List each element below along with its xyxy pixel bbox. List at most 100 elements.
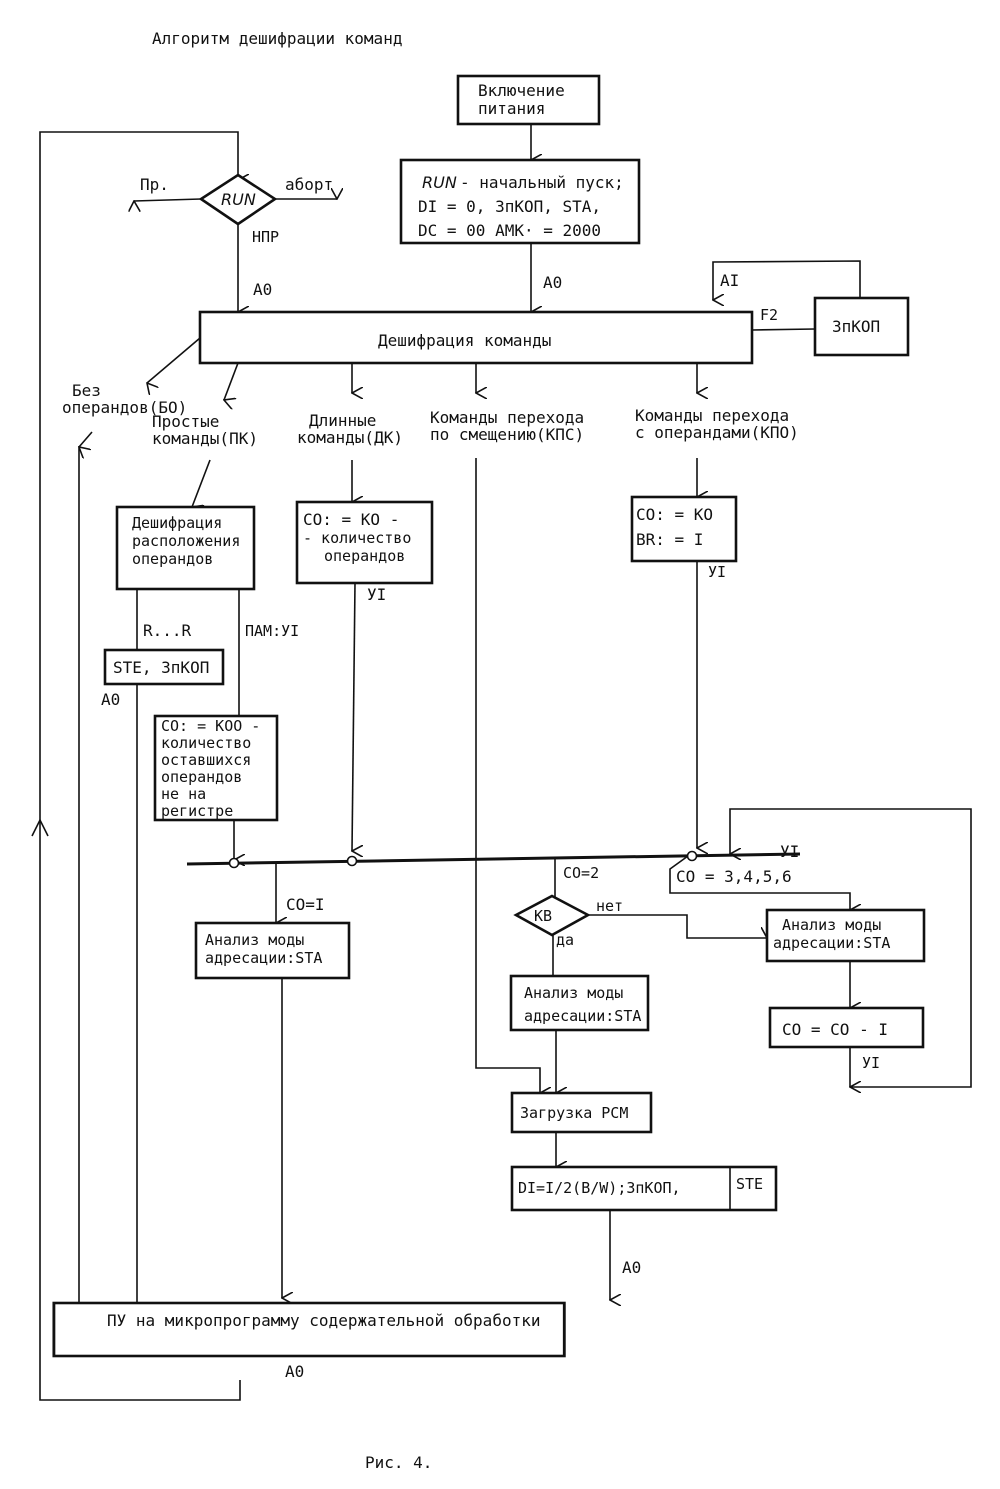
final-box: ПУ на микропрограмму содержательной обра…: [52, 1301, 566, 1358]
label-a0-init: A0: [543, 273, 562, 292]
power-on-box: Включение питания: [456, 74, 601, 126]
arrow-kv-no-to-mode3: [588, 914, 767, 938]
bus-junction-3: [686, 850, 698, 862]
loop-up-arrow-icon: [31, 818, 49, 837]
line-decode-to-zpkop: [751, 328, 816, 331]
mode-analysis-3-line-2: адресации:STA: [773, 934, 890, 952]
ste-zpkop-label: STE, ЗпКОП: [113, 658, 209, 677]
label-jump-offset-2: по смещению(КПС): [430, 425, 584, 444]
run-decision-label: RUN: [221, 190, 256, 209]
co-koo-box: CO: = КОО - количество оставшихся операн…: [153, 714, 279, 822]
label-a1: AI: [720, 271, 739, 290]
label-a0-final: A0: [285, 1362, 304, 1381]
arrow-zpkop-to-decode: [713, 260, 861, 300]
load-rsm-box: Загрузка РСМ: [510, 1091, 653, 1134]
long-co-line-1: CO: = КО -: [303, 510, 399, 529]
operand-location-box: Дешифрация расположения операндов: [115, 505, 256, 591]
loop-dec-to-bus: [730, 808, 972, 1088]
mode-analysis-3-line-1: Анализ моды: [782, 916, 881, 934]
co-koo-line-6: регистре: [161, 802, 233, 820]
mode-analysis-2-line-2: адресации:STA: [524, 1007, 641, 1025]
jump-co-line-2: BR: = I: [636, 530, 703, 549]
mode-analysis-1-line-1: Анализ моды: [205, 931, 304, 949]
label-pr: Пр.: [140, 175, 169, 194]
label-simple-2: команды(ПК): [152, 429, 258, 448]
label-y1-jump: УI: [708, 563, 726, 581]
line-jump-offset-to-rsm: [475, 458, 540, 1093]
long-co-box: CO: = КО - - количество операндов: [295, 500, 434, 585]
loop-back-line: [39, 131, 240, 1401]
label-jump-offset-1: Команды перехода: [430, 408, 584, 427]
power-on-line-1: Включение: [478, 81, 565, 100]
label-a0-run: A0: [253, 280, 272, 299]
run-decision: RUN: [198, 173, 278, 226]
label-npr: НПР: [252, 228, 279, 246]
label-y1-bus: УI: [780, 842, 799, 861]
label-pam-y1: ПАМ:УI: [245, 622, 299, 640]
label-jump-operands-1: Команды перехода: [635, 406, 789, 425]
decode-command-label: Дешифрация команды: [378, 331, 551, 350]
label-no-operands-2: операндов(БО): [62, 398, 187, 417]
di-box: DI=I/2(B/W);ЗпКОП, STE: [510, 1165, 778, 1212]
label-simple-1: Простые: [152, 412, 219, 431]
co-koo-line-4: операндов: [161, 768, 242, 786]
label-a0-ste: A0: [101, 690, 120, 709]
mode-analysis-1-box: Анализ моды адресации:STA: [194, 921, 351, 980]
zpkop-label: ЗпКОП: [832, 317, 880, 336]
line-long-to-bus: [352, 582, 355, 851]
label-long-1: Длинные: [309, 411, 376, 430]
mode-analysis-1-line-2: адресации:STA: [205, 949, 322, 967]
init-line-3: DC = 00 АМК· = 2000: [418, 221, 601, 240]
co-decrement-label: CO = CO - I: [782, 1020, 888, 1039]
mode-analysis-3-box: Анализ моды адресации:STA: [765, 908, 926, 963]
jump-co-line-1: CO: = КО: [636, 505, 713, 524]
figure-caption: Рис. 4.: [365, 1453, 432, 1472]
label-co-eq-1: CO=I: [286, 895, 325, 914]
label-abort: абopт: [285, 175, 333, 194]
bus-junction-1: [228, 857, 240, 869]
label-r-r: R...R: [143, 621, 192, 640]
operand-location-line-1: Дешифрация: [132, 514, 222, 532]
load-rsm-label: Загрузка РСМ: [520, 1104, 628, 1122]
kv-decision-label: КВ: [534, 907, 552, 925]
co-koo-line-2: количество: [161, 734, 251, 752]
diagram-title: Алгоритм дешифрации команд: [152, 29, 402, 48]
arrow-no-operands-start: [79, 431, 93, 447]
arrow-to-no-operands: [147, 337, 201, 383]
label-f2: F2: [760, 306, 778, 324]
label-jump-operands-2: с операндами(КПО): [635, 423, 799, 442]
co-koo-line-1: CO: = КОО -: [161, 717, 260, 735]
zpkop-box: ЗпКОП: [813, 296, 910, 357]
co-koo-line-5: не на: [161, 785, 206, 803]
decode-command-box: Дешифрация команды: [198, 310, 754, 365]
co-decrement-box: CO = CO - I: [768, 1006, 925, 1049]
co-koo-line-3: оставшихся: [161, 751, 251, 769]
init-line-1: - начальный пуск;: [460, 173, 624, 192]
bus-junction-2: [346, 855, 358, 867]
label-co-eq-2: CO=2: [563, 864, 599, 882]
di-ste-label: STE: [736, 1175, 763, 1193]
label-y1-long: УI: [367, 585, 386, 604]
arrow-bus-to-mode3: [669, 855, 850, 910]
label-a0-di: A0: [622, 1258, 641, 1277]
final-label: ПУ на микропрограмму содержательной обра…: [107, 1311, 540, 1330]
label-yes: да: [556, 931, 574, 949]
ste-zpkop-box: STE, ЗпКОП: [103, 648, 225, 686]
label-no-operands-1: Без: [72, 381, 101, 400]
label-no: нет: [596, 897, 623, 915]
init-box: RUN - начальный пуск; DI = 0, ЗпКОП, STA…: [399, 158, 641, 245]
power-on-line-2: питания: [478, 99, 545, 118]
jump-co-box: CO: = КО BR: = I: [630, 495, 738, 563]
bus-line: [186, 852, 801, 866]
kv-decision: КВ: [513, 894, 591, 937]
init-run: RUN: [422, 173, 457, 192]
arrow-to-simple: [224, 362, 239, 400]
long-co-line-2: - количество: [303, 529, 411, 547]
label-co-eq-3456: CO = 3,4,5,6: [676, 867, 792, 886]
operand-location-line-2: расположения: [132, 532, 240, 550]
long-co-line-3: операндов: [324, 547, 405, 565]
di-set-label: DI=I/2(B/W);ЗпКОП,: [518, 1179, 681, 1197]
operand-location-line-3: операндов: [132, 550, 213, 568]
label-long-2: команды(ДК): [297, 428, 403, 447]
